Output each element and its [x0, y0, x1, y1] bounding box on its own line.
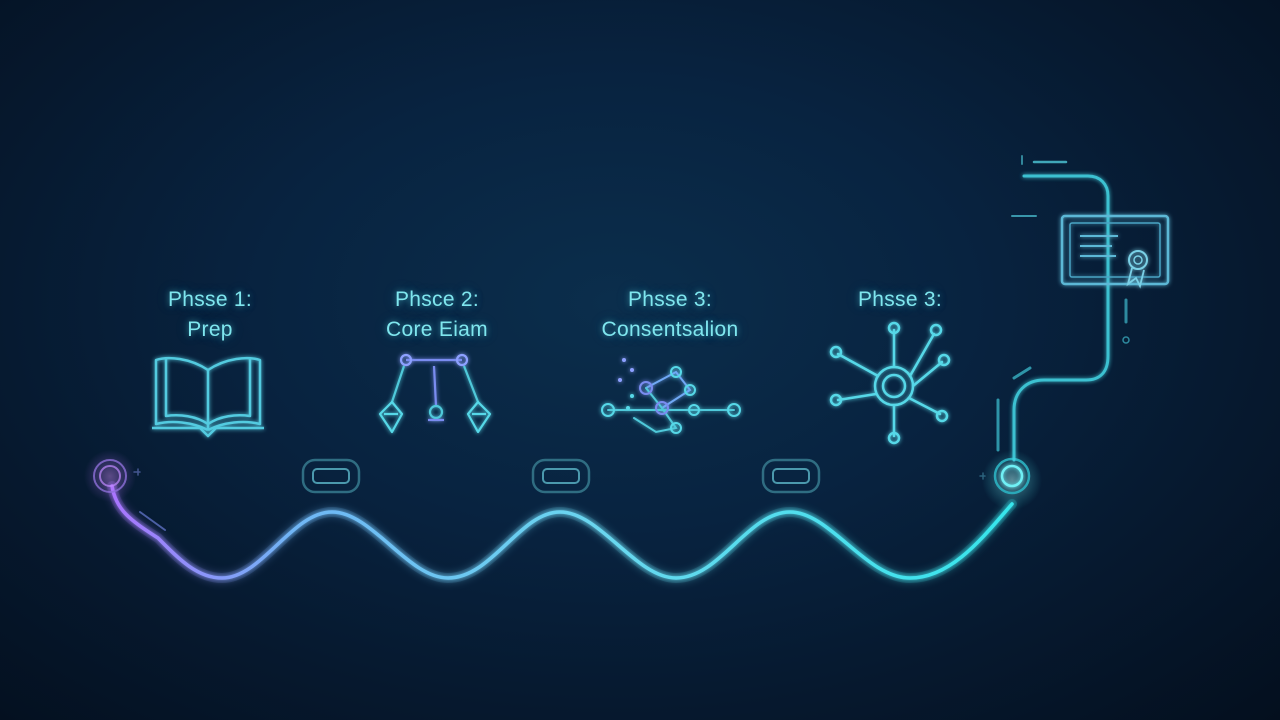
- milestone-marker: [531, 458, 591, 494]
- connector-line: [1011, 155, 1130, 462]
- phase-4-title: Phsse 3:: [857, 288, 943, 311]
- certificate-icon: [1060, 214, 1170, 289]
- phase-1-subtitle: Prep: [187, 318, 233, 341]
- end-node: [979, 366, 1042, 510]
- phase-1-title: Phsse 1:: [167, 288, 253, 311]
- phase-4-label: Phsse 3:: [790, 285, 1010, 315]
- phase-2-subtitle: Core Eiam: [386, 318, 488, 341]
- node-cluster-icon: [601, 358, 741, 434]
- hub-network-icon: [829, 321, 951, 445]
- milestone-marker: [301, 458, 361, 494]
- milestone-marker: [761, 458, 821, 494]
- phase-2-title: Phsce 2:: [394, 288, 480, 311]
- progress-path: [107, 481, 1017, 583]
- phase-3-subtitle: Consentsalion: [601, 318, 739, 341]
- phase-3-title: Phsse 3:: [627, 288, 713, 311]
- phase-3-label: Phsse 3: Consentsalion: [560, 285, 780, 345]
- open-book-icon: [152, 356, 264, 438]
- start-node: [84, 450, 141, 502]
- balance-scale-icon: [378, 353, 492, 434]
- phase-2-label: Phsce 2: Core Eiam: [327, 285, 547, 345]
- phase-1-label: Phsse 1: Prep: [100, 285, 320, 345]
